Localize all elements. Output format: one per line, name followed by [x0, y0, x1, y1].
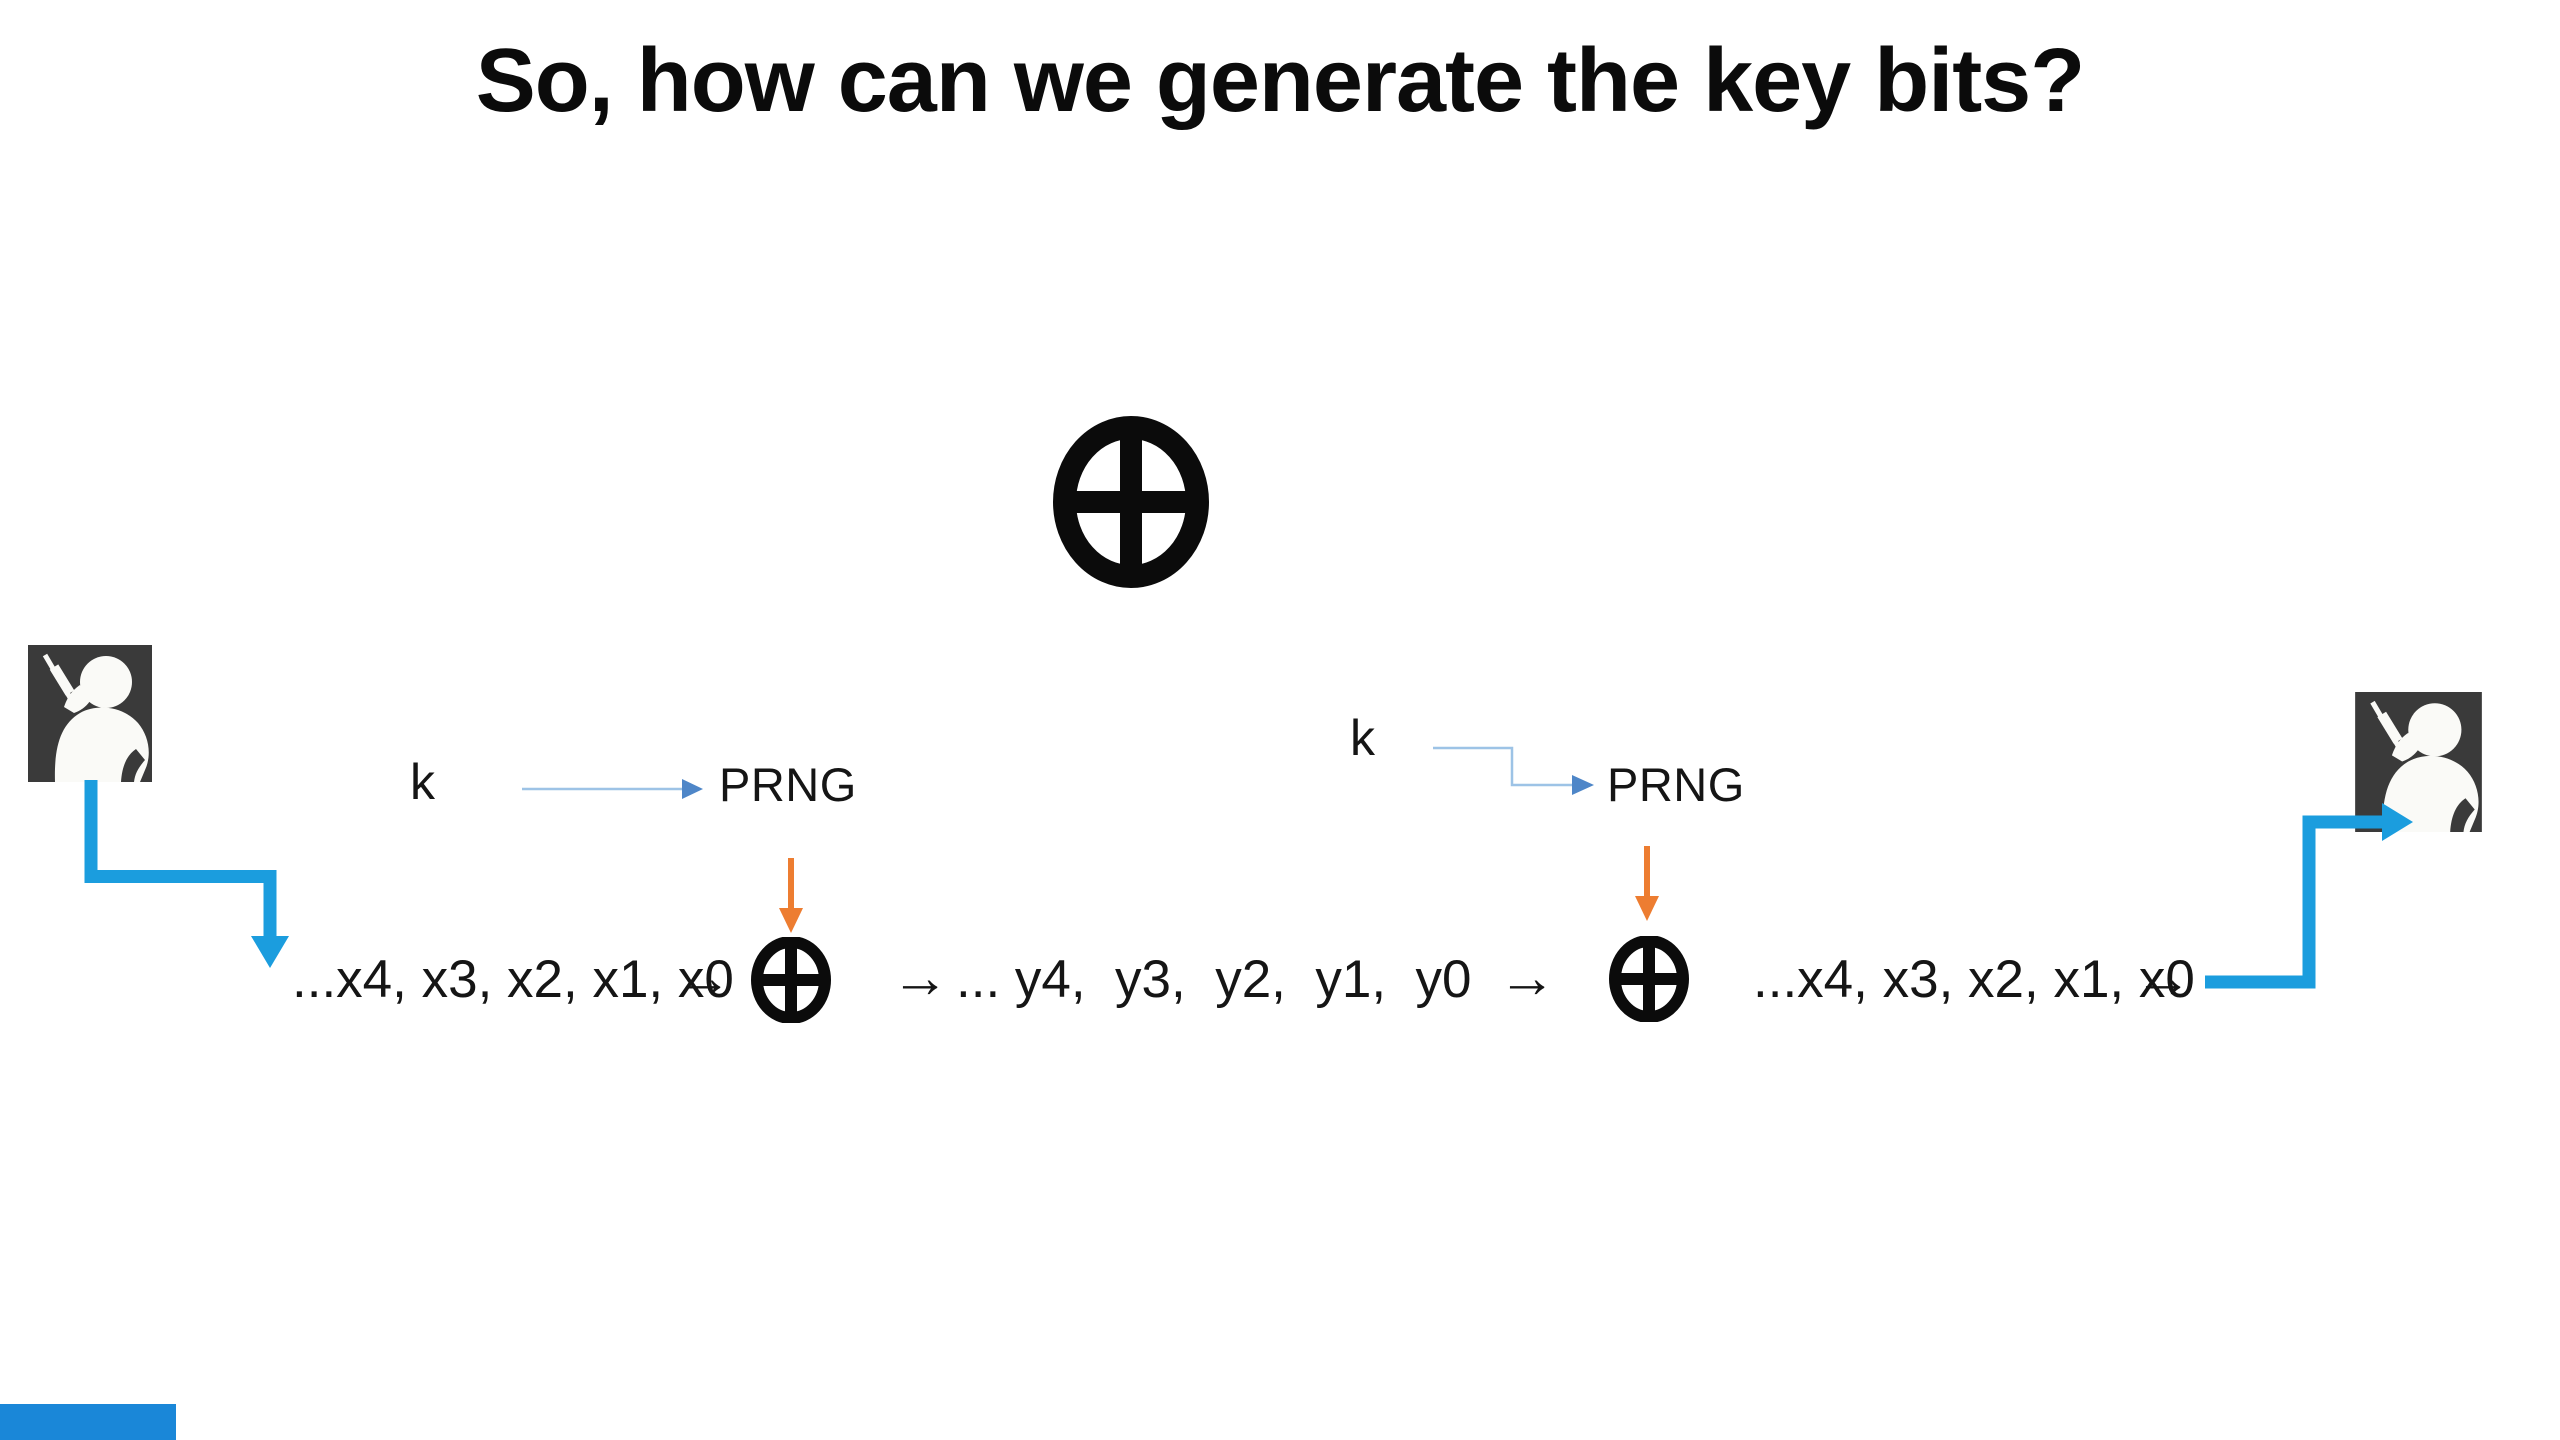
video-progress-bar[interactable]	[0, 1404, 176, 1440]
key-label-right: k	[1350, 710, 1375, 766]
plaintext-bits-right: ...x4, x3, x2, x1, x0	[1753, 950, 2195, 1009]
key-to-prng-left-arrowhead	[682, 779, 703, 799]
arrow-out-of-left-xor: →	[891, 945, 949, 1010]
prng-to-xor-left-arrowhead	[779, 908, 803, 933]
receiver-stream-arrow	[2205, 815, 2384, 989]
sender-stream-arrowhead	[251, 936, 289, 968]
presenter-sender-icon	[28, 645, 152, 782]
arrow-out-right: →	[2134, 945, 2192, 1010]
arrow-into-right-xor: →	[1498, 945, 1556, 1010]
prng-label-left: PRNG	[719, 758, 857, 811]
prng-to-xor-right-arrowhead	[1635, 896, 1659, 921]
xor-icon-left	[751, 937, 831, 1023]
key-label-left: k	[410, 754, 435, 810]
prng-label-right: PRNG	[1607, 758, 1745, 811]
arrow-into-left-xor: →	[674, 945, 732, 1010]
presenter-receiver-icon	[2355, 692, 2482, 832]
key-to-prng-right-arrowhead	[1572, 775, 1594, 795]
slide-title: So, how can we generate the key bits?	[475, 31, 2085, 131]
xor-icon-large	[1053, 416, 1209, 588]
plaintext-bits-left: ...x4, x3, x2, x1, x0	[292, 950, 734, 1009]
xor-icon-right	[1609, 936, 1689, 1022]
sender-stream-arrow	[84, 780, 277, 938]
key-to-prng-right-arrow	[1433, 746, 1574, 787]
cipher-bits-middle: ... y4, y3, y2, y1, y0	[956, 950, 1472, 1009]
